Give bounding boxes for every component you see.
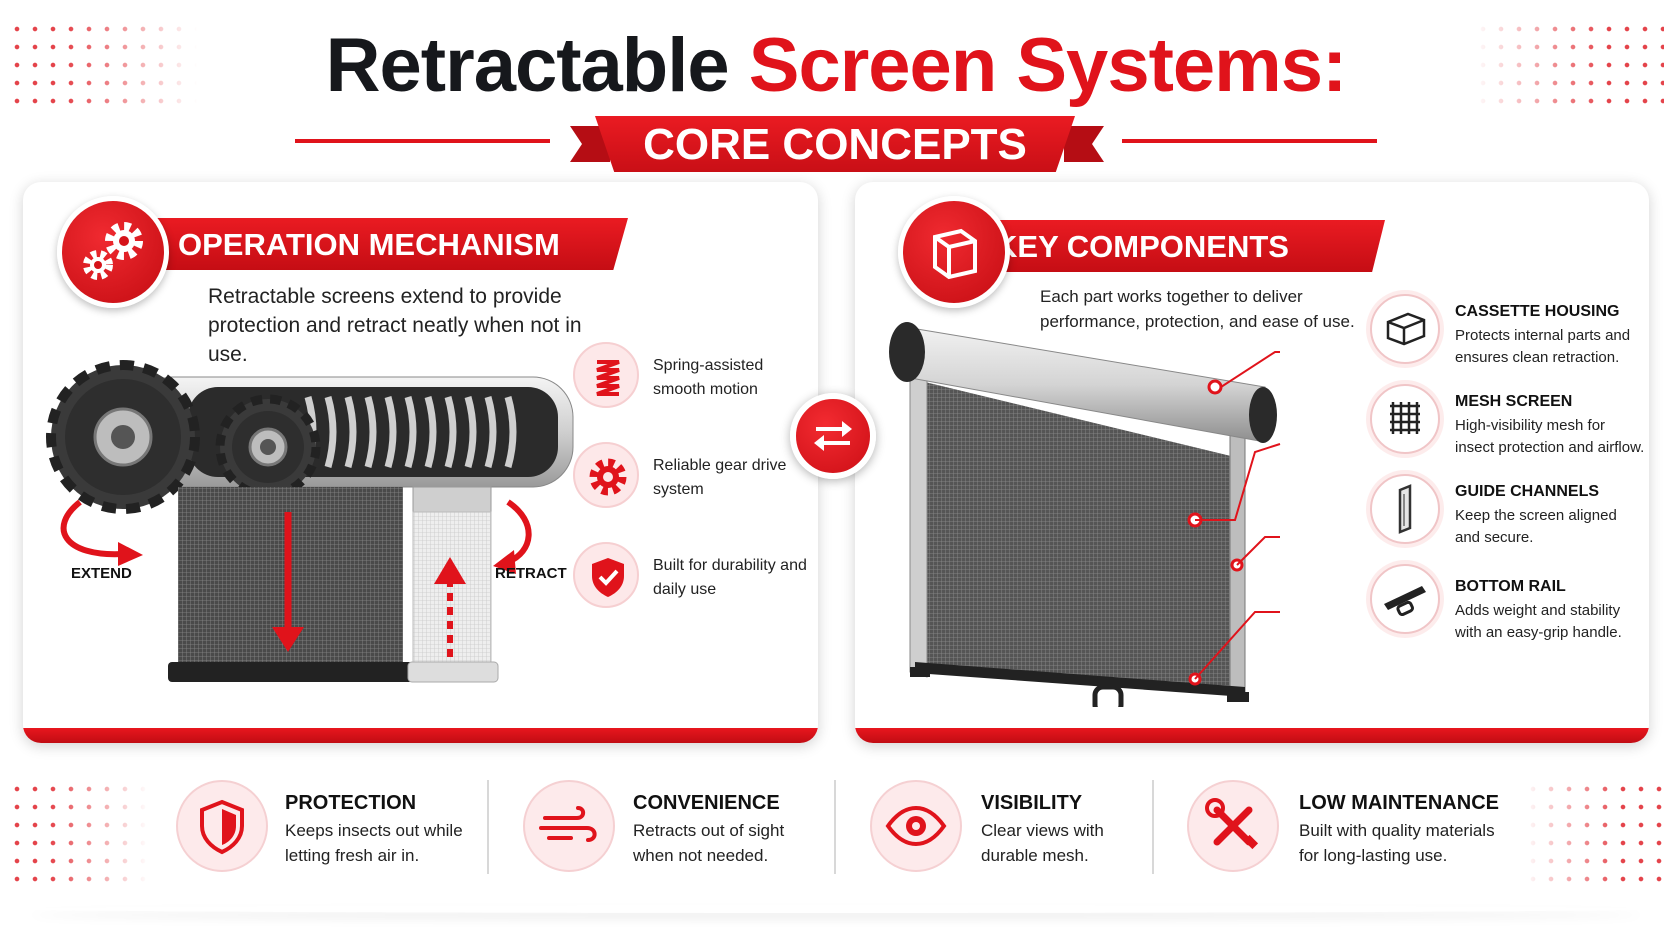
feature-gear-text: Reliable gear drive system xyxy=(653,457,787,498)
tools-icon xyxy=(1187,780,1279,872)
low-maintenance-text: Built with quality materials for long-la… xyxy=(1299,821,1495,865)
divider xyxy=(1152,780,1154,874)
protection-title: PROTECTION xyxy=(285,792,417,814)
mesh-screen-text: High-visibility mesh for insect protecti… xyxy=(1455,417,1645,456)
extend-label: EXTEND xyxy=(71,565,132,582)
operation-heading: OPERATION MECHANISM xyxy=(138,218,628,270)
decorative-dots-top-left xyxy=(8,20,198,110)
page-title: Retractable Screen Systems: xyxy=(0,18,1672,114)
mesh-grid-icon xyxy=(1370,384,1440,454)
guide-channels-text: Keep the screen aligned and secure. xyxy=(1455,507,1617,546)
panel-bottom-bar xyxy=(855,728,1649,743)
convenience-text: Retracts out of sight when not needed. xyxy=(633,821,785,865)
guide-channels-title: GUIDE CHANNELS xyxy=(1455,483,1600,500)
cassette-housing-title: CASSETTE HOUSING xyxy=(1455,303,1620,320)
shield-check-icon xyxy=(573,542,639,608)
visibility-text: Clear views with durable mesh. xyxy=(981,821,1104,865)
cassette-housing-text: Protects internal parts and ensures clea… xyxy=(1455,327,1631,366)
divider xyxy=(834,780,836,874)
subtitle-ribbon: CORE CONCEPTS xyxy=(595,116,1075,172)
components-description: Each part works together to deliver perf… xyxy=(1040,287,1355,331)
gear-spring-mechanism-illustration xyxy=(46,360,574,683)
visibility-title: VISIBILITY xyxy=(981,792,1083,814)
gear-icon xyxy=(573,442,639,508)
footer-shadow xyxy=(30,905,1642,913)
operation-mechanism-panel: OPERATION MECHANISM Retractable screens … xyxy=(23,182,818,743)
panel-bottom-bar xyxy=(23,728,818,743)
wind-icon xyxy=(523,780,615,872)
bottom-rail-title: BOTTOM RAIL xyxy=(1455,578,1566,595)
subtitle-rule-right xyxy=(1122,139,1377,143)
cube-icon xyxy=(898,196,1010,308)
components-heading: KEY COMPONENTS xyxy=(955,220,1385,272)
divider xyxy=(487,780,489,874)
title-part-2: Screen Systems: xyxy=(748,23,1348,108)
bottom-rail-text: Adds weight and stability with an easy-g… xyxy=(1455,602,1622,641)
shield-icon xyxy=(176,780,268,872)
decorative-dots-top-right xyxy=(1474,20,1664,110)
feature-spring-text: Spring-assisted smooth motion xyxy=(653,357,764,398)
decorative-dots-bottom-left xyxy=(8,780,148,890)
feature-durability-text: Built for durability and daily use xyxy=(653,557,807,598)
title-part-1: Retractable xyxy=(325,23,730,108)
convenience-title: CONVENIENCE xyxy=(633,792,780,814)
spring-icon xyxy=(573,342,639,408)
cassette-box-icon xyxy=(1370,294,1440,364)
subtitle-rule-left xyxy=(295,139,550,143)
guide-channel-icon xyxy=(1370,474,1440,544)
retractable-screen-illustration xyxy=(889,322,1277,707)
gears-icon xyxy=(57,196,169,308)
key-components-panel: KEY COMPONENTS Each part works together … xyxy=(855,182,1649,743)
retract-label: RETRACT xyxy=(495,565,567,582)
mesh-screen-title: MESH SCREEN xyxy=(1455,393,1573,410)
bottom-rail-icon xyxy=(1370,564,1440,634)
ribbon-wing-right xyxy=(1064,126,1104,162)
decorative-dots-bottom-right xyxy=(1524,780,1664,890)
component-leader-lines xyxy=(1194,351,1281,680)
protection-text: Keeps insects out while letting fresh ai… xyxy=(285,821,463,865)
operation-description: Retractable screens extend to provide pr… xyxy=(208,285,582,366)
low-maintenance-title: LOW MAINTENANCE xyxy=(1299,792,1499,814)
eye-icon xyxy=(870,780,962,872)
swap-arrows-icon xyxy=(790,393,876,479)
